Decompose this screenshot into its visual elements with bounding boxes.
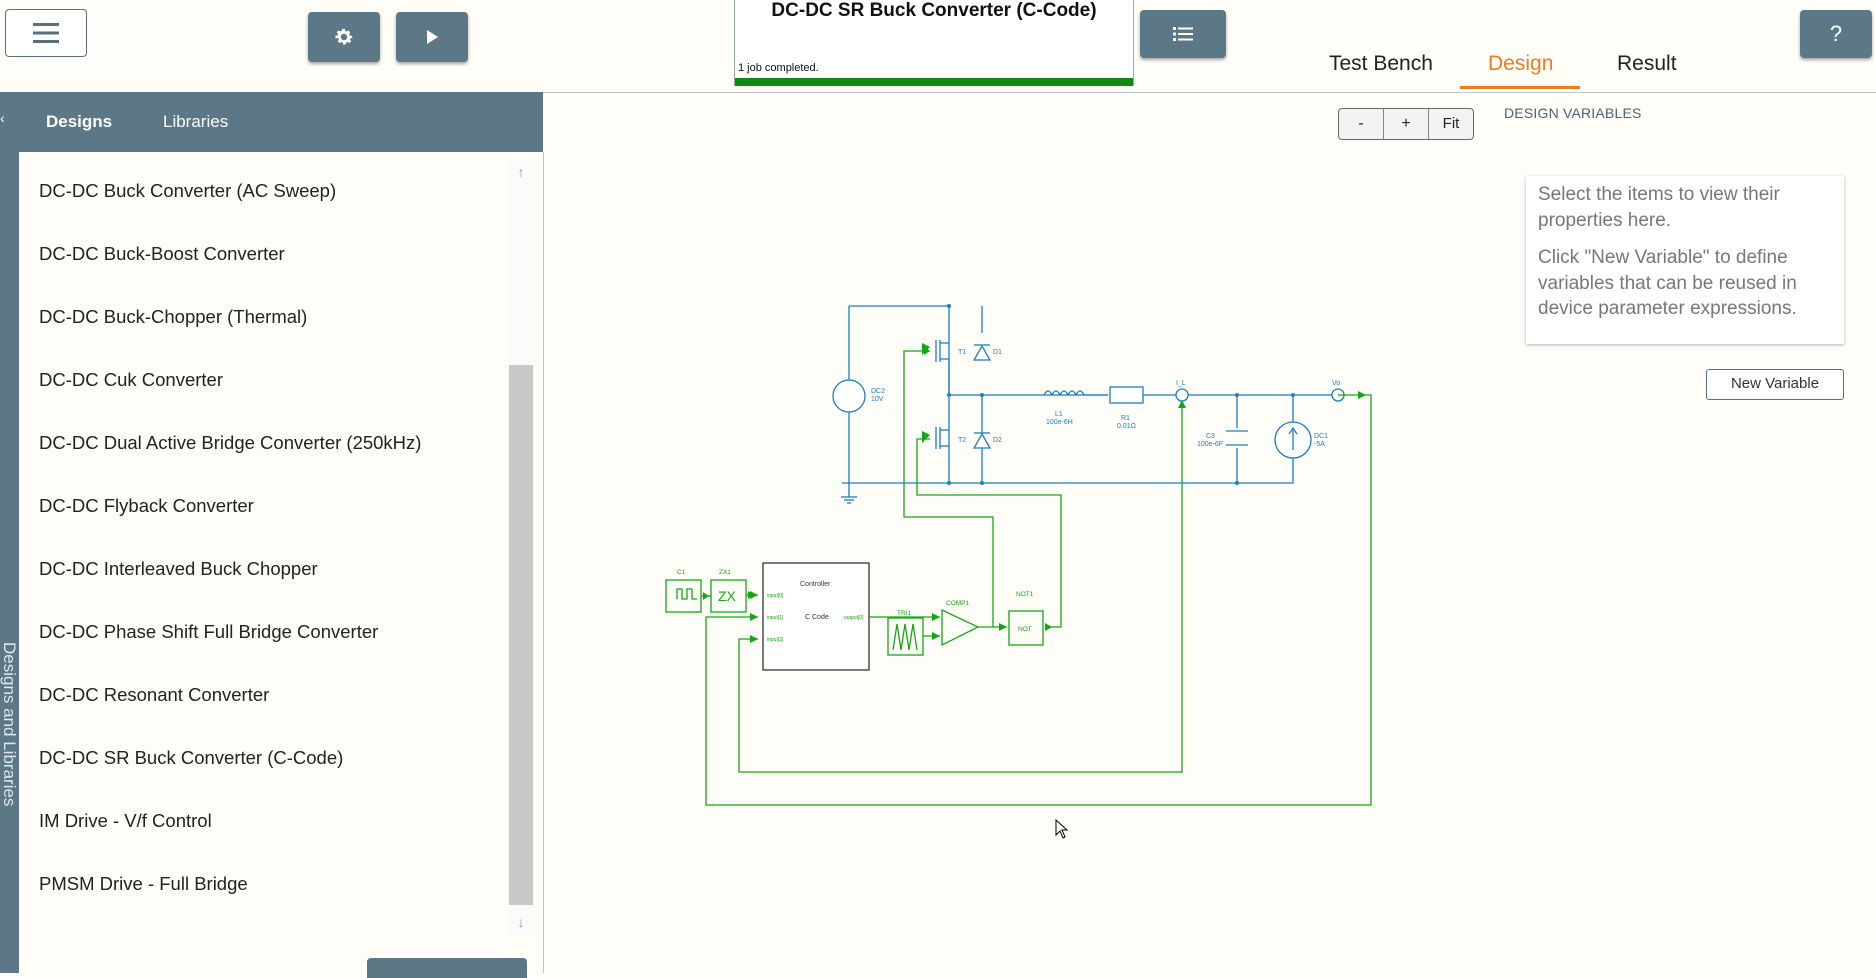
vo-label: Vo bbox=[1332, 380, 1340, 387]
design-title-box: DC-DC SR Buck Converter (C-Code) 1 job c… bbox=[734, 0, 1134, 86]
sidebar-vertical-strip[interactable]: Designs and Libraries bbox=[0, 152, 19, 973]
scroll-down-icon[interactable]: ↓ bbox=[517, 914, 525, 930]
scrollbar-thumb[interactable] bbox=[509, 365, 533, 905]
menu-button[interactable] bbox=[5, 9, 87, 57]
controller-label: Controller bbox=[800, 581, 831, 588]
list-item[interactable]: DC-DC SR Buck Converter (C-Code) bbox=[39, 747, 344, 768]
il-label: I_L bbox=[1176, 380, 1186, 387]
help-icon: ? bbox=[1829, 21, 1843, 46]
properties-hint-1: Select the items to view their propertie… bbox=[1538, 184, 1780, 231]
control-circuit bbox=[665, 350, 1372, 806]
zoom-controls: - + Fit bbox=[1338, 108, 1474, 140]
zoom-in-button[interactable]: + bbox=[1384, 109, 1429, 139]
list-item[interactable]: DC-DC Buck-Chopper (Thermal) bbox=[39, 306, 308, 327]
design-variables-heading: DESIGN VARIABLES bbox=[1504, 105, 1642, 121]
in0-label: input[0] bbox=[767, 593, 784, 599]
control-arrows bbox=[703, 343, 1366, 643]
scroll-up-icon[interactable]: ↑ bbox=[517, 164, 525, 180]
list-view-button[interactable] bbox=[1140, 10, 1226, 58]
schematic[interactable]: DC2 10V T1 T2 D1 D2 L1 100e-6H R1 0.01Ω … bbox=[544, 93, 1876, 973]
new-variable-button[interactable]: New Variable bbox=[1706, 369, 1844, 400]
power-circuit bbox=[832, 305, 1345, 504]
tab-test-bench[interactable]: Test Bench bbox=[1329, 52, 1433, 75]
out0-label: output[0] bbox=[844, 615, 864, 621]
design-canvas[interactable]: DC2 10V T1 T2 D1 D2 L1 100e-6H R1 0.01Ω … bbox=[544, 93, 1876, 973]
run-button[interactable] bbox=[396, 12, 468, 62]
job-status: 1 job completed. bbox=[738, 62, 819, 74]
sidebar-vertical-label: Designs and Libraries bbox=[0, 642, 19, 807]
r1-label: R1 bbox=[1121, 415, 1130, 422]
list-item[interactable]: DC-DC Cuk Converter bbox=[39, 369, 224, 390]
d1-label: D1 bbox=[993, 349, 1002, 356]
hamburger-icon bbox=[33, 23, 59, 43]
tab-design[interactable]: Design bbox=[1488, 52, 1554, 75]
fit-button[interactable]: Fit bbox=[1442, 115, 1460, 132]
c1-label: C1 bbox=[677, 569, 686, 576]
ccode-label: C Code bbox=[805, 614, 829, 621]
list-item[interactable]: DC-DC Flyback Converter bbox=[39, 495, 254, 516]
l1-label: L1 bbox=[1055, 411, 1063, 418]
c3-label: C3 bbox=[1206, 433, 1215, 440]
tab-result[interactable]: Result bbox=[1617, 52, 1677, 75]
list-item[interactable]: DC-DC Interleaved Buck Chopper bbox=[39, 558, 318, 579]
list-item[interactable]: DC-DC Buck-Boost Converter bbox=[39, 243, 285, 264]
tab-designs[interactable]: Designs bbox=[46, 112, 113, 131]
active-tab-indicator bbox=[1460, 86, 1580, 89]
sidebar-header: Designs Libraries bbox=[0, 92, 543, 152]
dc1-value: -5A bbox=[1314, 441, 1325, 448]
controller-labels: Controller C Code bbox=[800, 581, 831, 621]
job-progress-bar bbox=[735, 78, 1133, 86]
play-icon bbox=[427, 30, 438, 44]
sidebar-bottom-button[interactable] bbox=[367, 958, 527, 978]
comp1-label: COMP1 bbox=[946, 600, 970, 607]
list-item[interactable]: DC-DC Buck Converter (AC Sweep) bbox=[39, 180, 337, 201]
tab-libraries[interactable]: Libraries bbox=[163, 112, 229, 131]
list-item[interactable]: IM Drive - V/f Control bbox=[39, 810, 212, 831]
not1-label: NOT1 bbox=[1016, 591, 1034, 598]
list-icon bbox=[1173, 27, 1193, 41]
zx1-label: ZX1 bbox=[719, 569, 731, 576]
t1-label: T1 bbox=[958, 349, 966, 356]
power-labels: DC2 10V T1 T2 D1 D2 L1 100e-6H R1 0.01Ω … bbox=[871, 349, 1340, 448]
list-item[interactable]: DC-DC Phase Shift Full Bridge Converter bbox=[39, 621, 379, 642]
power-dots bbox=[947, 304, 1295, 485]
mouse-cursor-icon bbox=[1055, 819, 1069, 839]
gear-icon bbox=[335, 28, 353, 45]
r1-value: 0.01Ω bbox=[1117, 423, 1136, 430]
help-button[interactable]: ? bbox=[1800, 10, 1872, 58]
in2-label: input[2] bbox=[767, 637, 784, 643]
tri1-label: TRI1 bbox=[897, 610, 911, 617]
list-item[interactable]: PMSM Drive - Full Bridge bbox=[39, 873, 248, 894]
list-item[interactable]: DC-DC Resonant Converter bbox=[39, 684, 270, 705]
zx-block-label: ZX bbox=[718, 588, 737, 604]
top-bar: DC-DC SR Buck Converter (C-Code) 1 job c… bbox=[0, 0, 1876, 93]
dc2-label: DC2 bbox=[871, 388, 885, 395]
t2-label: T2 bbox=[958, 437, 966, 444]
zoom-out-button[interactable]: - bbox=[1339, 109, 1384, 139]
collapse-icon[interactable]: ‹ bbox=[0, 110, 5, 126]
d2-label: D2 bbox=[993, 437, 1002, 444]
dc1-label: DC1 bbox=[1314, 433, 1328, 440]
designs-list: DC-DC Buck Converter (AC Sweep) DC-DC Bu… bbox=[19, 152, 544, 973]
in1-label: input[1] bbox=[767, 615, 784, 621]
c3-value: 100e-6F bbox=[1197, 441, 1223, 448]
design-title: DC-DC SR Buck Converter (C-Code) bbox=[771, 0, 1097, 21]
dc2-value: 10V bbox=[871, 396, 884, 403]
l1-value: 100e-6H bbox=[1046, 419, 1073, 426]
properties-hint-2: Click "New Variable" to define variables… bbox=[1538, 247, 1797, 319]
properties-hint-card: Select the items to view their propertie… bbox=[1526, 176, 1844, 344]
settings-button[interactable] bbox=[308, 12, 380, 62]
control-labels: C1 ZX1 ZX TRI1 COMP1 NOT1 NOT input[0] i… bbox=[677, 569, 1034, 643]
list-item[interactable]: DC-DC Dual Active Bridge Converter (250k… bbox=[39, 432, 422, 453]
not-block-label: NOT bbox=[1018, 626, 1032, 633]
